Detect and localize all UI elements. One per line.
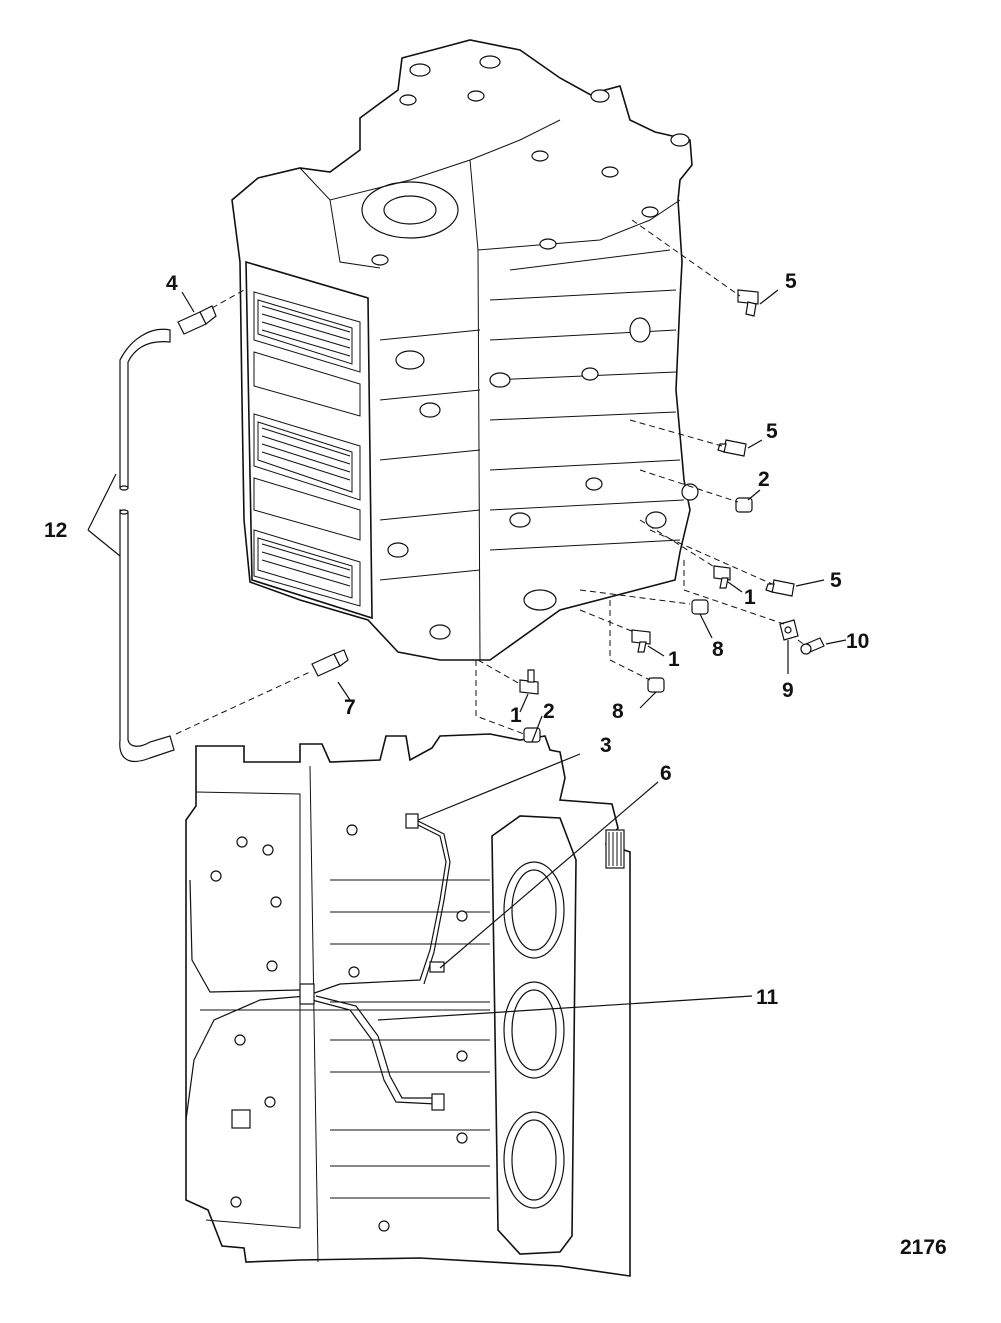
callout-1b: 1 [668,648,680,671]
callout-1c: 1 [510,704,522,727]
callout-9: 9 [782,679,794,702]
elbow-fitting-icon-5c [765,579,795,597]
callout-3: 3 [600,734,612,757]
upper-cylinder-block [231,39,699,661]
harness-icon [185,813,451,1121]
callout-labels: 4 5 5 2 12 5 1 10 1 8 9 7 1 2 8 3 6 11 [44,270,869,1009]
callout-11: 11 [756,986,779,1009]
tee-fitting-icon-1b [631,629,651,653]
callout-5c: 5 [830,569,842,592]
callout-8b: 8 [612,700,624,723]
callout-5b: 5 [766,420,778,443]
callout-8a: 8 [712,638,724,661]
screw-icon [800,637,825,655]
plug-icon-8a [691,599,709,615]
callout-2a: 2 [758,468,770,491]
figure-number: 2176 [900,1236,947,1259]
tee-fitting-icon-1c [519,669,539,695]
callout-5a: 5 [785,270,797,293]
straight-fitting-icon [177,305,217,335]
elbow-fitting-icon-5b [717,439,747,457]
straight-fitting-icon-7 [311,649,349,677]
reed-ports [253,291,361,607]
plug-icon-2b [523,727,541,743]
lower-crankcase [185,733,631,1277]
callout-6: 6 [660,762,672,785]
callout-2b: 2 [543,700,555,723]
clamp-icon [779,619,799,641]
hose-icon [119,328,175,762]
callout-12: 12 [44,519,67,542]
tee-fitting-icon [713,565,731,589]
leader-lines [87,219,847,1021]
cylinder-bores [491,815,577,1255]
callout-4: 4 [166,272,178,295]
top-bosses [371,55,690,266]
callout-10: 10 [846,630,869,653]
elbow-fitting-icon [737,289,759,317]
callout-1a: 1 [744,586,756,609]
callout-7: 7 [344,696,356,719]
plug-icon [735,497,753,513]
plug-icon-8b [647,677,665,693]
